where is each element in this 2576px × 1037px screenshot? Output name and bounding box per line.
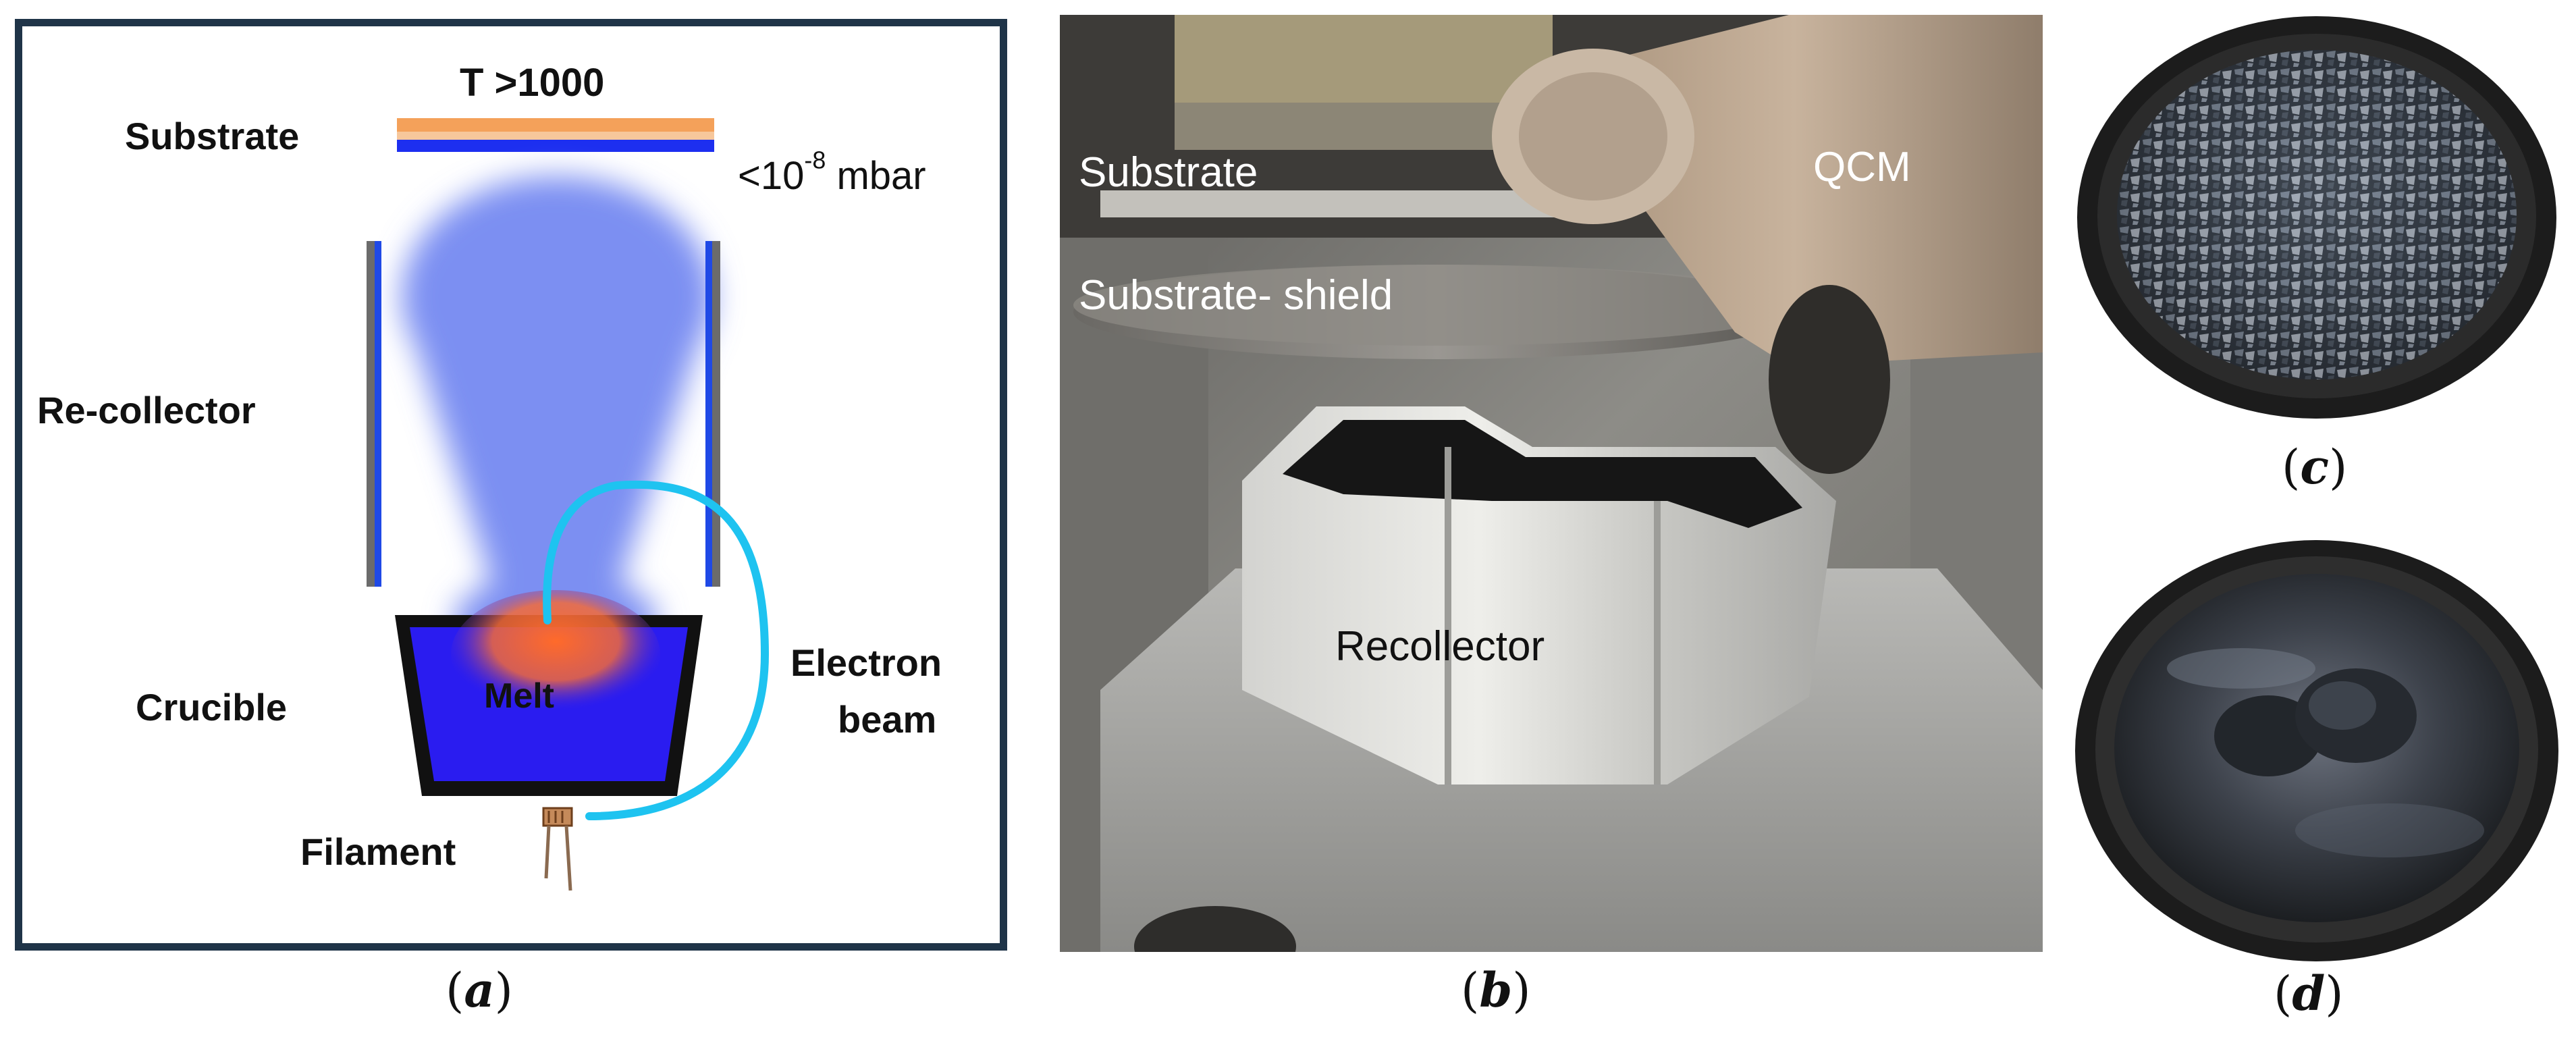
melt-label: Melt bbox=[484, 676, 554, 716]
caption-a: (a) bbox=[446, 962, 513, 1018]
filament-icon bbox=[542, 807, 573, 891]
temperature-label: T >1000 bbox=[460, 61, 605, 105]
substrate-plate bbox=[397, 118, 714, 152]
photo-substrate-shield-label: Substrate- shield bbox=[1079, 272, 1393, 319]
electron-label: Electron bbox=[790, 641, 942, 684]
qcm-sensor bbox=[1492, 15, 2043, 474]
caption-c: (c) bbox=[2282, 439, 2348, 495]
schematic-panel: T >1000 Substrate <10-8 mbar Re-collecto… bbox=[15, 19, 1007, 951]
recollector-left-wall bbox=[367, 241, 381, 587]
filament-label: Filament bbox=[300, 830, 456, 873]
crucible-melt-photo bbox=[2072, 533, 2565, 965]
chamber-photo: Substrate QCM Substrate- shield Recollec… bbox=[1060, 15, 2043, 952]
chamber-photo-drawing bbox=[1060, 15, 2043, 952]
pressure-label: <10-8 mbar bbox=[738, 146, 926, 198]
schematic-drawing bbox=[367, 118, 770, 891]
photo-substrate-label: Substrate bbox=[1079, 149, 1258, 196]
beam-label: beam bbox=[838, 698, 937, 741]
vapor-plume bbox=[402, 176, 712, 668]
electron-beam bbox=[543, 480, 770, 820]
crucible-flakes-drawing bbox=[2077, 16, 2556, 419]
crucible-melt-drawing bbox=[2075, 540, 2558, 961]
crucible bbox=[395, 590, 703, 796]
photo-recollector-label: Recollector bbox=[1335, 623, 1545, 670]
substrate-label: Substrate bbox=[125, 115, 300, 157]
photo-qcm-label: QCM bbox=[1813, 144, 1911, 190]
caption-b: (b) bbox=[1461, 962, 1531, 1018]
recollector-right-wall bbox=[705, 241, 720, 587]
crucible-label: Crucible bbox=[136, 686, 288, 728]
crucible-flakes-photo bbox=[2072, 15, 2565, 433]
caption-d: (d) bbox=[2274, 965, 2344, 1021]
recollector-pot bbox=[1242, 406, 1836, 785]
recollector-label: Re-collector bbox=[37, 389, 256, 431]
